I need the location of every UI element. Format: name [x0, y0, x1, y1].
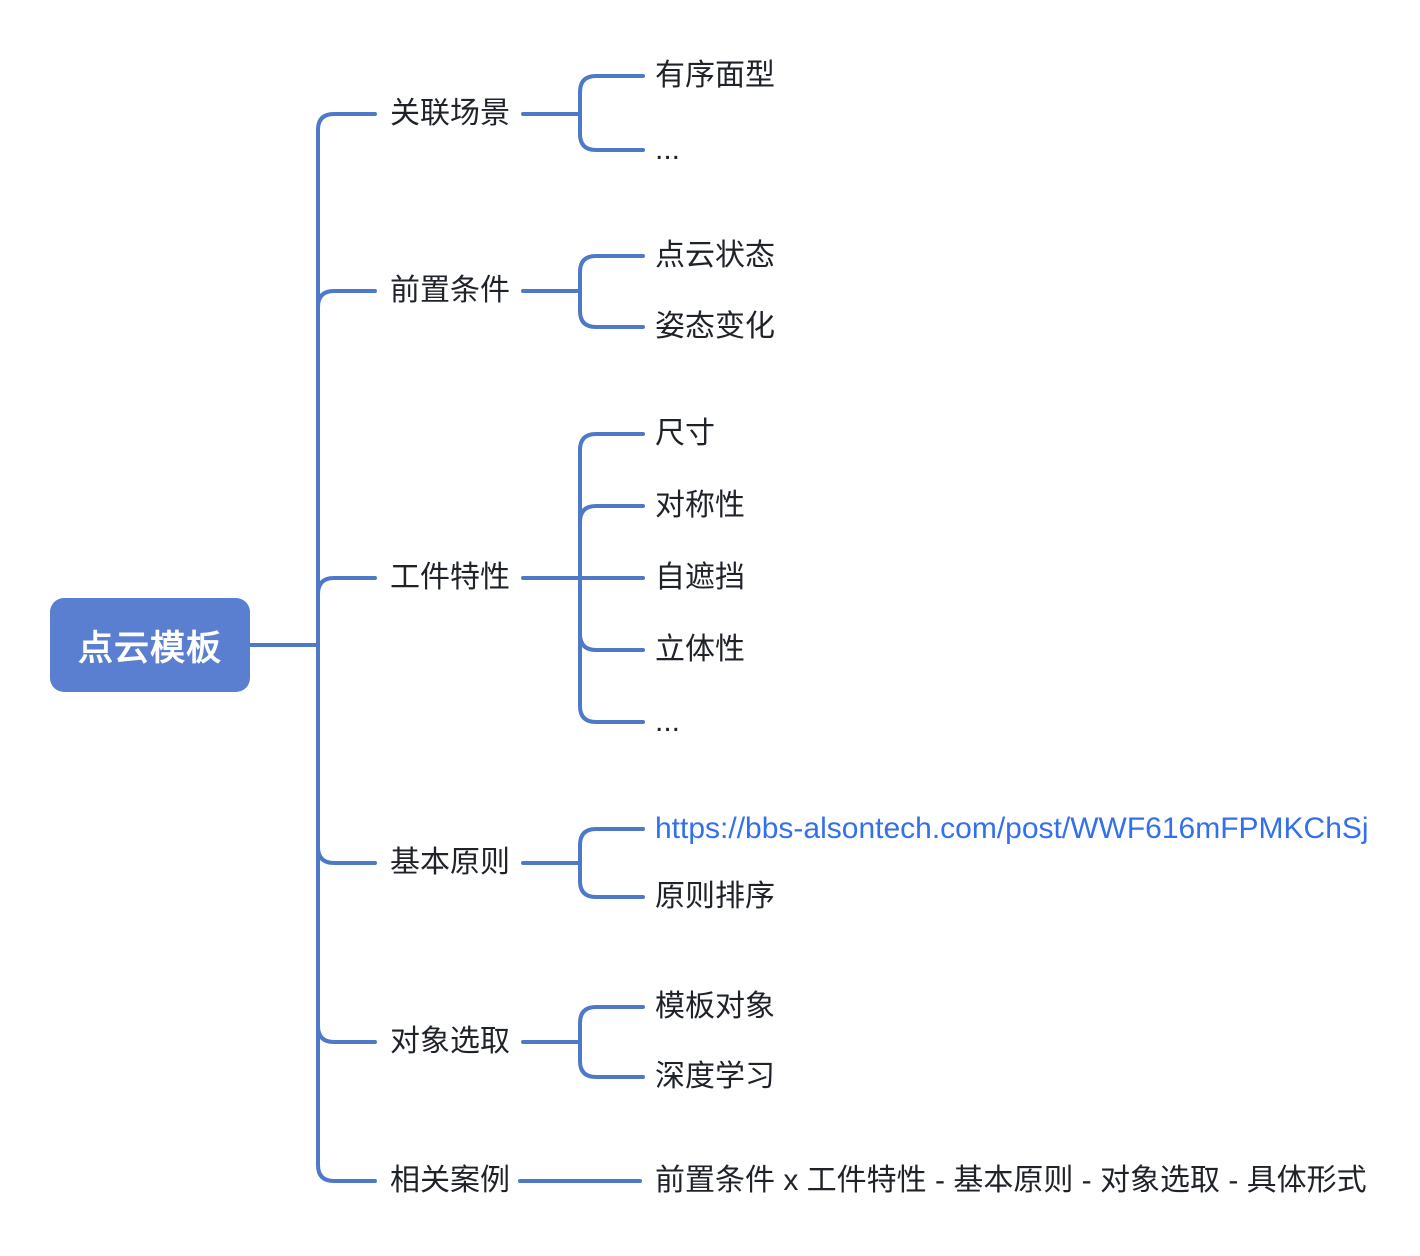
branch-node-0[interactable]: 关联场景 [390, 97, 510, 130]
branch-node-4[interactable]: 对象选取 [390, 1025, 510, 1058]
child-node-0-1[interactable]: ... [655, 133, 681, 166]
branch-node-1[interactable]: 前置条件 [390, 274, 510, 307]
child-node-5-0[interactable]: 前置条件 x 工件特性 - 基本原则 - 对象选取 - 具体形式 [655, 1164, 1367, 1197]
child-node-2-1[interactable]: 对称性 [655, 489, 745, 522]
branch-to-children-connectors [518, 74, 645, 1183]
branch-1-junction [578, 254, 645, 329]
branch-node-3[interactable]: 基本原则 [390, 846, 510, 879]
child-node-2-0[interactable]: 尺寸 [655, 417, 715, 450]
branch-2-stub-child-3 [578, 632, 645, 652]
trunk-elbow-branch-3 [316, 576, 377, 596]
child-node-1-0[interactable]: 点云状态 [655, 239, 775, 272]
child-node-0-0[interactable]: 有序面型 [655, 59, 775, 92]
trunk-elbow-branch-2 [316, 289, 377, 309]
branch-node-5[interactable]: 相关案例 [390, 1164, 510, 1197]
branch-node-2[interactable]: 工件特性 [390, 561, 510, 594]
child-node-2-2[interactable]: 自遮挡 [655, 561, 745, 594]
trunk-line [316, 112, 377, 1183]
root-label: 点云模板 [77, 628, 222, 668]
trunk-connector [248, 112, 377, 1183]
branch-2-stub-child-1 [578, 504, 645, 524]
link-node-url[interactable]: https://bbs-alsontech.com/post/WWF616mFP… [655, 812, 1369, 845]
branch-3-junction [578, 827, 645, 899]
branch-2-junction [578, 432, 645, 724]
child-node-4-0[interactable]: 模板对象 [655, 990, 775, 1023]
branch-0-junction [578, 74, 645, 152]
child-node-1-1[interactable]: 姿态变化 [655, 310, 775, 343]
trunk-elbow-branch-5 [316, 1024, 377, 1044]
child-node-2-3[interactable]: 立体性 [655, 633, 745, 666]
child-node-3-1[interactable]: 原则排序 [655, 880, 775, 913]
root-node[interactable]: 点云模板 [50, 598, 250, 692]
child-node-4-1[interactable]: 深度学习 [655, 1060, 775, 1093]
branch-4-junction [578, 1005, 645, 1079]
trunk-elbow-branch-4 [316, 845, 377, 865]
child-node-2-4[interactable]: ... [655, 705, 681, 738]
